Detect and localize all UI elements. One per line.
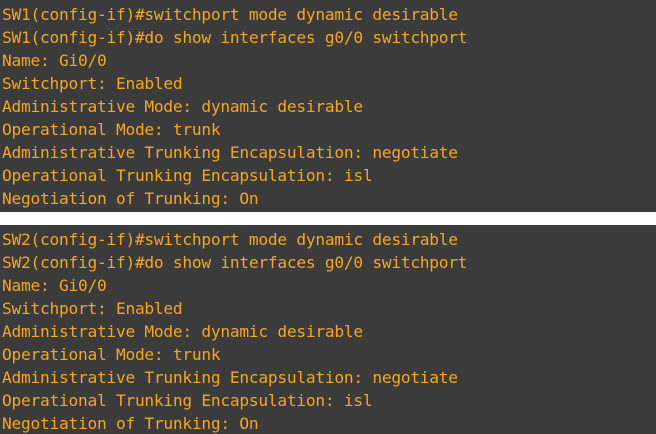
terminal-line-output: Switchport: Enabled xyxy=(2,299,183,318)
terminal-line-output: Operational Trunking Encapsulation: isl xyxy=(2,391,373,410)
panel-separator xyxy=(0,212,656,225)
terminal-line-output: Administrative Trunking Encapsulation: n… xyxy=(2,143,458,162)
terminal-line-command: SW2(config-if)#do show interfaces g0/0 s… xyxy=(2,253,468,272)
terminal-line-output: Operational Mode: trunk xyxy=(2,120,221,139)
terminal-line-output: Administrative Trunking Encapsulation: n… xyxy=(2,368,458,387)
terminal-line-output: Name: Gi0/0 xyxy=(2,51,107,70)
terminal-line-command: SW1(config-if)#switchport mode dynamic d… xyxy=(2,5,458,24)
terminal-line-output: Administrative Mode: dynamic desirable xyxy=(2,97,363,116)
terminal-line-output: Negotiation of Trunking: On xyxy=(2,414,259,433)
terminal-line-command: SW1(config-if)#do show interfaces g0/0 s… xyxy=(2,28,468,47)
terminal-line-output: Administrative Mode: dynamic desirable xyxy=(2,322,363,341)
terminal-line-output: Operational Mode: trunk xyxy=(2,345,221,364)
terminal-line-output: Operational Trunking Encapsulation: isl xyxy=(2,166,373,185)
terminal-line-output: Negotiation of Trunking: On xyxy=(2,189,259,208)
terminal-line-output: Switchport: Enabled xyxy=(2,74,183,93)
sw1-terminal-output: SW1(config-if)#switchport mode dynamic d… xyxy=(0,0,656,212)
terminal-line-command: SW2(config-if)#switchport mode dynamic d… xyxy=(2,230,458,249)
terminal-line-output: Name: Gi0/0 xyxy=(2,276,107,295)
sw2-terminal-output: SW2(config-if)#switchport mode dynamic d… xyxy=(0,225,656,434)
